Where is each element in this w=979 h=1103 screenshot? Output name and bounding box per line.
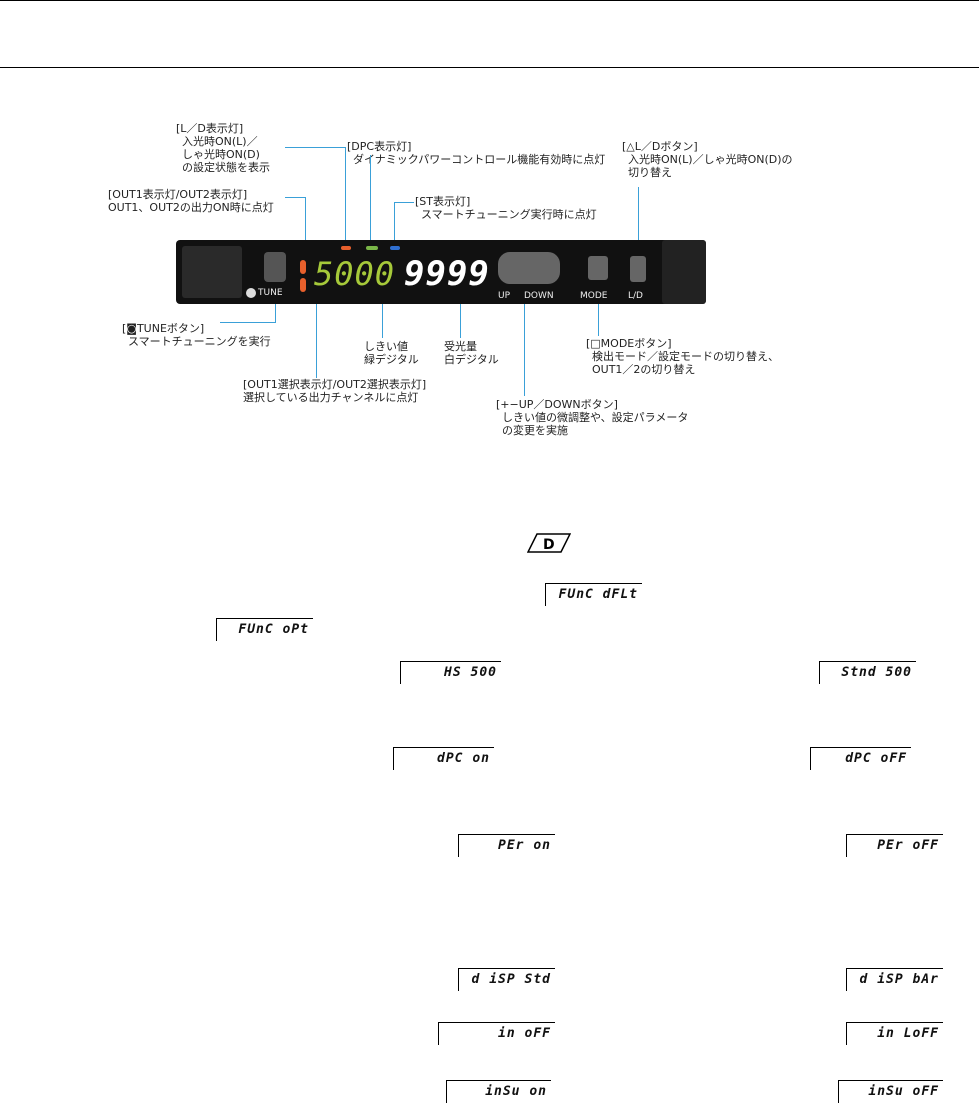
label-mode-button: [□MODEボタン] 検出モード／設定モードの切り替え、 OUT1／2の切り替え [586,337,779,376]
lcd-dpc-off: dPC oFF [810,747,911,770]
connector-left [182,246,242,298]
tune-label: TUNE [258,287,283,300]
label-dpc-indicator: [DPC表示灯] ダイナミックパワーコントロール機能有効時に点灯 [347,140,605,166]
lcd-per-on: PEr on [458,834,555,857]
label-out-indicator: [OUT1表示灯/OUT2表示灯] OUT1、OUT2の出力ON時に点灯 [108,188,274,214]
label-tune-button: [◙TUNEボタン] スマートチューニングを実行 [122,322,271,348]
lcd-dpc-on: dPC on [393,747,494,770]
received-display: 9999 [404,256,490,292]
leader-line [285,147,345,148]
label-ld-indicator: [L／D表示灯] 入光時ON(L)／ しゃ光時ON(D) の設定状態を表示 [176,122,270,174]
lcd-func-opt: FUnC oPt [216,618,313,641]
lcd-in-loff: in LoFF [846,1022,943,1045]
out2-led [300,278,306,292]
tune-icon [246,288,256,298]
lcd-disp-bar: d iSP bAr [846,968,943,991]
lcd-func-dflt: FUnC dFLt [545,583,642,606]
leader-line [524,292,525,396]
lcd-insu-off: inSu oFF [838,1080,943,1103]
label-updown-button: [+−UP／DOWNボタン] しきい値の微調整や、設定パラメータ の変更を実施 [496,398,688,437]
dark-on-mark-icon: D [527,533,571,557]
label-threshold: しきい値 緑デジタル [364,340,419,366]
mode-label: MODE [580,290,607,303]
leader-line [370,155,371,247]
ld-led [341,246,351,250]
lcd-per-off: PEr oFF [846,834,943,857]
tune-button[interactable] [264,252,286,282]
lcd-stnd-500: Stnd 500 [819,661,916,684]
leader-line [345,147,346,247]
ld-label: L/D [628,290,643,303]
leader-line [285,197,305,198]
sensor-diagram: [L／D表示灯] 入光時ON(L)／ しゃ光時ON(D) の設定状態を表示 [D… [0,0,979,470]
label-out-select: [OUT1選択表示灯/OUT2選択表示灯] 選択している出力チャンネルに点灯 [243,378,426,404]
st-led [390,246,400,250]
sensor-amplifier: TUNE 5000 9999 UP DOWN MODE L/D [176,240,706,304]
threshold-display: 5000 [314,256,395,292]
up-label: UP [498,290,510,303]
lcd-insu-on: inSu on [446,1080,551,1103]
lcd-disp-std: d iSP Std [458,968,555,991]
label-ld-button: [△L／Dボタン] 入光時ON(L)／しゃ光時ON(D)の 切り替え [622,140,793,179]
label-st-indicator: [ST表示灯] スマートチューニング実行時に点灯 [415,195,597,221]
leader-line [220,322,275,323]
down-label: DOWN [524,290,554,303]
leader-line [394,202,414,203]
svg-text:D: D [543,537,555,553]
lcd-hs-500: HS 500 [400,661,501,684]
mode-button[interactable] [588,256,608,280]
out1-led [300,260,306,274]
updown-button[interactable] [498,252,560,284]
label-received: 受光量 白デジタル [444,340,499,366]
dpc-led [366,246,378,250]
connector-right [662,240,706,304]
lcd-in-off: in oFF [438,1022,555,1045]
ld-button[interactable] [630,256,646,282]
